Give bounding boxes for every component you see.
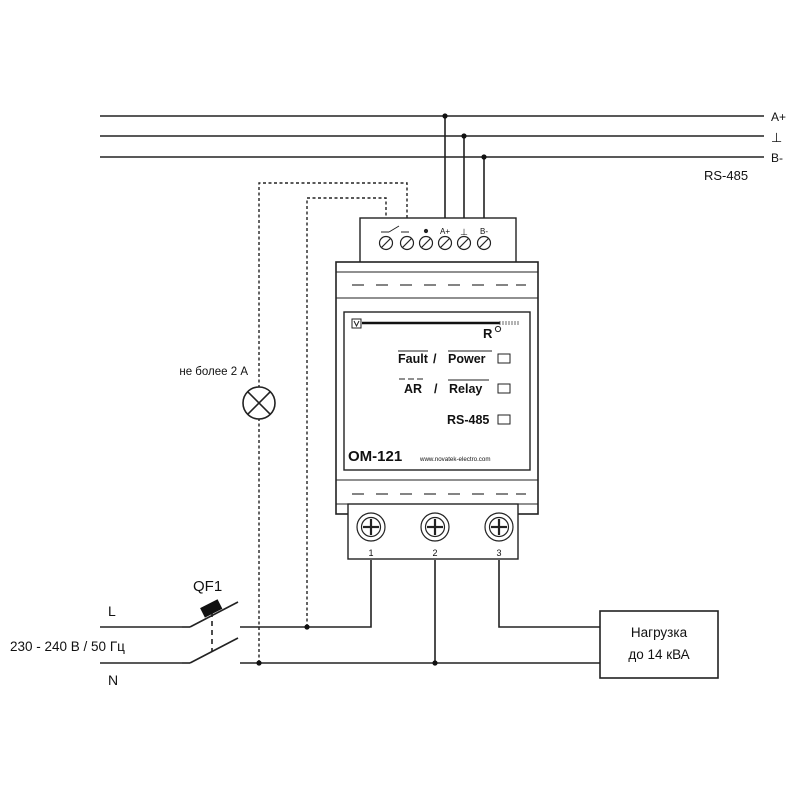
top-terminal-label-ground: ⊥ bbox=[460, 227, 468, 237]
power-junctions bbox=[256, 624, 438, 666]
mains-voltage-label: 230 - 240 В / 50 Гц bbox=[10, 639, 125, 654]
junction-b-minus bbox=[481, 154, 487, 160]
indicator-separator-1: / bbox=[433, 352, 437, 366]
load-label-line1: Нагрузка bbox=[631, 625, 688, 640]
junction-n-lamp bbox=[256, 660, 262, 666]
indicator-relay-label: Relay bbox=[449, 382, 482, 396]
bottom-terminal-number-2: 2 bbox=[432, 548, 437, 558]
junction-n-terminal-2 bbox=[432, 660, 438, 666]
junction-l-lamp bbox=[304, 624, 310, 630]
om121-device: A+ ⊥ B- R Fault bbox=[335, 217, 539, 560]
indicator-fault-label: Fault bbox=[398, 352, 429, 366]
load-box bbox=[599, 610, 719, 679]
breaker-qf1-icon bbox=[182, 599, 239, 664]
lamp-circuit bbox=[258, 182, 408, 663]
lamp-current-note: не более 2 А bbox=[179, 366, 248, 378]
indicator-power-label: Power bbox=[448, 352, 486, 366]
top-terminal-label-b-minus: B- bbox=[480, 227, 488, 236]
junction-a-plus bbox=[442, 113, 448, 119]
bus-drops bbox=[444, 116, 485, 228]
bottom-terminal-number-3: 3 bbox=[496, 548, 501, 558]
lamp-wire-inner bbox=[306, 197, 387, 627]
wire-terminal-3-load bbox=[498, 560, 600, 628]
top-terminal-label-a-plus: A+ bbox=[440, 227, 450, 236]
power-terminal-3-icon bbox=[484, 512, 514, 542]
line-l-output bbox=[240, 560, 372, 628]
mains-line-label: L bbox=[108, 603, 116, 619]
device-website-label: www.novatek-electro.com bbox=[419, 456, 491, 463]
indicator-ar-relay-led-icon bbox=[497, 383, 511, 394]
indicator-rs485-label: RS-485 bbox=[447, 413, 489, 427]
screw-terminal-2-icon bbox=[399, 235, 415, 251]
bottom-terminal-number-1: 1 bbox=[368, 548, 373, 558]
bottom-screw-terminals bbox=[356, 512, 514, 542]
screw-terminal-6-icon bbox=[476, 235, 492, 251]
lamp-wire-outer bbox=[258, 182, 408, 663]
indicator-r-led-icon bbox=[494, 325, 502, 333]
bus-label-a-plus: A+ bbox=[771, 110, 786, 124]
power-terminal-2-icon bbox=[420, 512, 450, 542]
indicator-separator-2: / bbox=[434, 382, 438, 396]
lamp-icon bbox=[242, 386, 276, 420]
screw-terminal-5-icon bbox=[456, 235, 472, 251]
breaker-label: QF1 bbox=[193, 578, 222, 595]
indicator-rs485-led-icon bbox=[497, 414, 511, 425]
top-terminal-symbols bbox=[381, 225, 429, 234]
bus-junctions bbox=[442, 113, 487, 160]
screw-terminal-1-icon bbox=[378, 235, 394, 251]
power-terminal-1-icon bbox=[356, 512, 386, 542]
brand-logo-icon bbox=[351, 318, 362, 329]
indicator-r-label: R bbox=[483, 326, 493, 341]
bus-name-label: RS-485 bbox=[704, 168, 748, 183]
load-label-line2: до 14 кВА bbox=[628, 647, 689, 662]
top-screw-terminals bbox=[378, 235, 492, 251]
indicator-ar-label: AR bbox=[404, 382, 422, 396]
bus-label-b-minus: B- bbox=[771, 151, 783, 165]
panel-top-bar-hatch bbox=[499, 321, 519, 325]
power-wiring bbox=[100, 560, 600, 664]
rs485-bus bbox=[100, 115, 764, 158]
bus-label-ground: ⊥ bbox=[771, 130, 782, 145]
indicator-fault-power-led-icon bbox=[497, 353, 511, 364]
device-model-label: OM-121 bbox=[348, 448, 402, 465]
screw-terminal-4-icon bbox=[437, 235, 453, 251]
mains-neutral-label: N bbox=[108, 672, 118, 688]
junction-ground bbox=[461, 133, 467, 139]
screw-terminal-3-icon bbox=[418, 235, 434, 251]
